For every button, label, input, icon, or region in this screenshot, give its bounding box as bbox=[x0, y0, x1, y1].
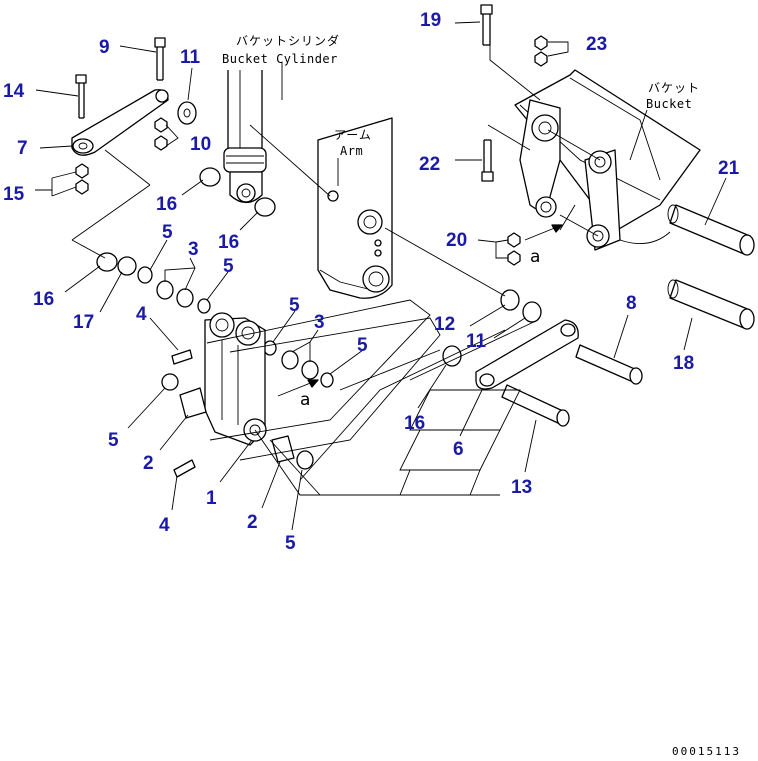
callout-1: 1 bbox=[206, 488, 217, 509]
bushings-lower bbox=[161, 373, 314, 470]
callout-6: 6 bbox=[453, 439, 464, 460]
callout-2: 2 bbox=[143, 453, 154, 474]
callout-13: 13 bbox=[511, 477, 532, 498]
callout-5: 5 bbox=[162, 222, 173, 243]
grease-fittings-4 bbox=[171, 349, 196, 478]
callout-10: 10 bbox=[190, 134, 211, 155]
bolt-19 bbox=[480, 4, 493, 46]
callout-2: 2 bbox=[247, 512, 258, 533]
pin-8 bbox=[575, 344, 643, 385]
arm bbox=[317, 117, 393, 299]
callout-3: 3 bbox=[188, 239, 199, 260]
assembly-guides bbox=[71, 45, 601, 496]
bucket-label-jp: バケット bbox=[648, 81, 700, 95]
bushings-upper bbox=[137, 266, 334, 388]
callout-16: 16 bbox=[33, 289, 54, 310]
callout-21: 21 bbox=[718, 158, 740, 179]
nuts-15 bbox=[75, 163, 89, 195]
callout-4: 4 bbox=[136, 304, 147, 325]
callout-8: 8 bbox=[626, 293, 637, 314]
callout-5: 5 bbox=[285, 533, 296, 554]
nuts-23 bbox=[534, 35, 548, 67]
pin-21 bbox=[667, 204, 755, 256]
reference-mark-a: a bbox=[530, 247, 540, 267]
callout-11: 11 bbox=[180, 47, 201, 68]
nuts-20 bbox=[507, 232, 521, 266]
bucket-cylinder-label-en: Bucket Cylinder bbox=[222, 52, 338, 66]
component-labels: バケットシリンダ Bucket Cylinder アーム Arm バケット Bu… bbox=[222, 33, 741, 758]
callout-4: 4 bbox=[159, 515, 170, 536]
callout-16: 16 bbox=[156, 194, 177, 215]
callout-7: 7 bbox=[17, 138, 28, 159]
washer-11-top bbox=[177, 101, 197, 125]
callout-5: 5 bbox=[223, 256, 234, 277]
link-7 bbox=[71, 89, 169, 156]
callout-9: 9 bbox=[99, 37, 110, 58]
reference-mark-a: a bbox=[300, 390, 310, 410]
bucket-cylinder-label-jp: バケットシリンダ bbox=[236, 33, 340, 48]
callout-numbers: 1 2 2 3 3 4 4 5 5 5 5 5 5 6 7 8 9 10 11 … bbox=[3, 10, 740, 554]
callout-23: 23 bbox=[586, 34, 607, 55]
callout-16: 16 bbox=[218, 232, 239, 253]
nuts-10 bbox=[154, 117, 168, 151]
link-6 bbox=[475, 319, 579, 390]
arm-label-en: Arm bbox=[340, 144, 363, 158]
bucket-label-en: Bucket bbox=[646, 97, 692, 111]
callout-17: 17 bbox=[73, 312, 94, 333]
callout-5: 5 bbox=[357, 335, 368, 356]
callout-18: 18 bbox=[673, 353, 694, 374]
callout-22: 22 bbox=[419, 154, 440, 175]
washers-16-17 bbox=[96, 167, 276, 276]
bolt-14 bbox=[75, 74, 87, 119]
callout-3: 3 bbox=[314, 312, 325, 333]
callout-19: 19 bbox=[420, 10, 441, 31]
drawing-code: 00015113 bbox=[672, 745, 741, 758]
callout-16: 16 bbox=[404, 413, 425, 434]
reference-arrows bbox=[277, 224, 563, 397]
bolt-22 bbox=[481, 139, 494, 182]
callout-15: 15 bbox=[3, 184, 25, 205]
callout-5: 5 bbox=[289, 295, 300, 316]
bucket-cylinder bbox=[223, 70, 267, 204]
bolt-9 bbox=[154, 37, 166, 81]
washers-middle bbox=[442, 289, 542, 367]
callout-11: 11 bbox=[466, 331, 487, 352]
callout-14: 14 bbox=[3, 81, 25, 102]
pin-18 bbox=[667, 279, 755, 330]
bucket bbox=[514, 69, 701, 251]
link-1 bbox=[204, 312, 267, 446]
callout-12: 12 bbox=[434, 314, 455, 335]
arm-label-jp: アーム bbox=[334, 128, 372, 142]
leader-lines bbox=[35, 21, 727, 531]
callout-5: 5 bbox=[108, 430, 119, 451]
callout-20: 20 bbox=[446, 230, 467, 251]
